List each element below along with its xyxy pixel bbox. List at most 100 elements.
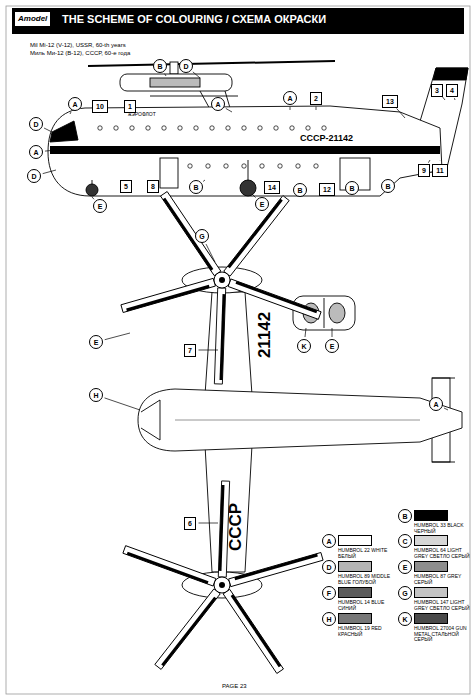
callout-text: 10 (96, 103, 104, 110)
colour-callout: B (189, 180, 203, 194)
blade (123, 546, 216, 586)
leader-line (442, 97, 445, 100)
decal-number: 12 (319, 183, 335, 196)
colour-callout: E (89, 335, 103, 349)
window (98, 126, 102, 130)
callout-text: B (349, 185, 354, 192)
wing-bottom (205, 445, 252, 572)
wing-top (205, 292, 252, 395)
colour-swatch (414, 587, 448, 598)
window (178, 126, 182, 130)
window (224, 164, 228, 168)
colour-callout: G (195, 229, 209, 243)
end-plate (432, 378, 455, 379)
leader-line (43, 170, 56, 174)
colour-callout: E (325, 339, 339, 353)
blade (161, 192, 221, 276)
rotor-mast (170, 62, 178, 74)
colour-swatch (338, 535, 372, 546)
leader-line (92, 197, 94, 199)
fuselage-marking: АЭРОФЛОТ (128, 112, 156, 117)
legend-text: HUMBROL 27004 GUN METAL СТАЛЬНОЙ СЕРЫЙ (414, 626, 470, 643)
decal-number: 7 (184, 344, 196, 357)
callout-text: 1 (128, 103, 132, 110)
hub-center (219, 582, 225, 588)
colour-callout: D (322, 560, 336, 574)
leader-line (290, 107, 291, 110)
detail-line (324, 298, 325, 328)
legend-text: HUMBROL 19 RED КРАСНЫЙ (338, 626, 394, 637)
window (130, 126, 134, 130)
window (290, 126, 294, 130)
callout-text: D (183, 63, 188, 70)
fuselage-top (138, 389, 462, 451)
leader-line (444, 408, 448, 410)
cockpit-outline (141, 400, 160, 440)
callout-text: B (297, 187, 302, 194)
decal-number: 10 (92, 100, 108, 113)
cockpit-glazing (50, 121, 78, 142)
colour-callout: A (211, 97, 225, 111)
colour-callout: B (153, 59, 167, 73)
blade-body (155, 589, 220, 670)
leader-line (252, 194, 256, 198)
callout-text: E (330, 343, 335, 350)
blade-body (121, 278, 215, 312)
colour-callout: K (398, 612, 412, 626)
end-plate (432, 462, 455, 463)
decal-number: 8 (147, 180, 159, 193)
leader-line (70, 112, 72, 114)
leader-line (440, 160, 441, 161)
leader-line (206, 244, 215, 262)
leader-line (199, 523, 219, 524)
legend-text: HUMBROL 14 BLUE СИНИЙ (338, 600, 394, 611)
rotor-blades (121, 192, 323, 674)
callout-text: A (287, 95, 292, 102)
rotor (123, 481, 323, 674)
blade-body (224, 196, 289, 277)
callout-text: E (94, 339, 99, 346)
rotor (121, 192, 321, 385)
decal-number: 3 (431, 84, 443, 97)
blade-stripe (126, 285, 209, 312)
window (322, 126, 326, 130)
nose-wheel (86, 184, 98, 196)
callout-text: 5 (124, 183, 128, 190)
legend-text: HUMBROL 87 GREY СЕРЫЙ (414, 574, 470, 585)
decal-number: 11 (432, 164, 447, 177)
blade-body (228, 279, 321, 319)
rotor-blade-side (88, 61, 335, 66)
decal-number: 2 (310, 92, 322, 105)
callout-text: A (215, 101, 220, 108)
window (188, 164, 192, 168)
cheat-line (50, 146, 440, 154)
colour-swatch (414, 510, 448, 521)
colour-callout: A (283, 91, 297, 105)
callout-text: H (326, 616, 331, 623)
callout-text: 13 (386, 98, 394, 105)
colour-callout: K (297, 339, 311, 353)
window (162, 126, 166, 130)
decal-number: 5 (120, 180, 132, 193)
leader-line (428, 160, 430, 163)
callout-text: 2 (314, 95, 318, 102)
leader-line (193, 72, 200, 78)
leader-line (44, 128, 52, 132)
callout-text: K (301, 343, 306, 350)
callout-text: A (72, 101, 77, 108)
colour-callout: G (398, 586, 412, 600)
blade (214, 288, 225, 384)
colour-callout: A (68, 97, 82, 111)
window (258, 126, 262, 130)
blade (223, 589, 283, 673)
blade-stripe (218, 485, 224, 571)
blade-stripe (234, 554, 317, 581)
colour-callout: A (29, 145, 43, 159)
registration: CCCP (227, 503, 245, 551)
model-caption: Mil Mi-12 (V-12), USSR, 60-th years (30, 42, 126, 48)
leader-line (226, 108, 232, 112)
callout-text: 4 (450, 87, 454, 94)
callout-text: 14 (268, 184, 276, 191)
window (242, 164, 246, 168)
colour-callout: C (398, 534, 412, 548)
